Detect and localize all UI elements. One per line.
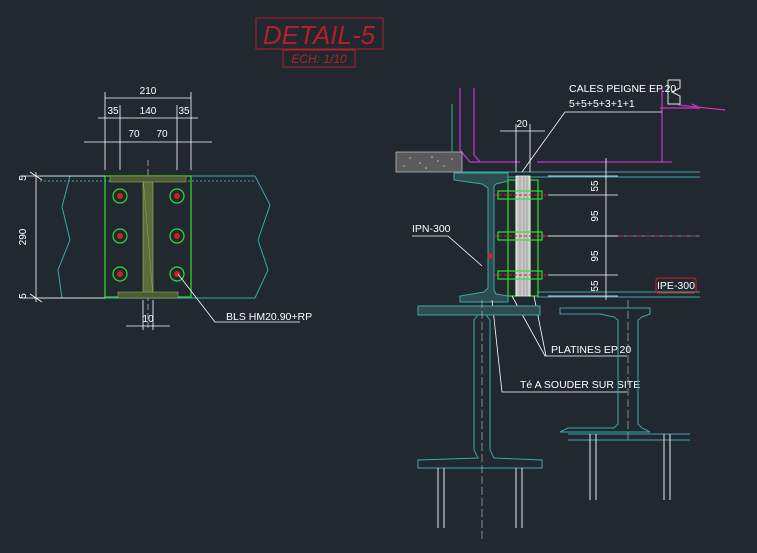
ipe-label: IPE-300	[657, 280, 695, 292]
svg-text:10: 10	[142, 314, 154, 325]
svg-text:70: 70	[156, 129, 168, 140]
svg-text:35: 35	[178, 106, 190, 117]
shim-label: CALES PEIGNE EP.20	[569, 83, 676, 95]
left-elevation-view: 210 35 140 35 70 70 5 290 5	[18, 86, 312, 330]
lower-column-right	[559, 300, 690, 500]
svg-text:140: 140	[140, 106, 157, 117]
svg-text:20: 20	[516, 119, 528, 130]
shim-stack-label: 5+5+5+3+1+1	[569, 98, 635, 110]
title-block: DETAIL-5 ECH: 1/10	[255, 17, 384, 68]
svg-text:55: 55	[590, 280, 601, 292]
bottom-dimension: 10	[126, 300, 170, 330]
tee-label: Té A SOUDER SUR SITE	[520, 379, 640, 391]
svg-text:95: 95	[590, 210, 601, 222]
svg-text:5: 5	[18, 293, 29, 299]
bolt-label: BLS HM20.90+RP	[226, 311, 312, 323]
right-section-view: 55 95 95 55 20 CALES PEIGNE EP.20 5+5+5+…	[395, 79, 726, 540]
upper-frame	[459, 79, 726, 163]
shim-pack	[515, 175, 531, 297]
bolt-group-right	[494, 190, 548, 280]
svg-text:55: 55	[590, 180, 601, 192]
plates-label: PLATINES EP.20	[551, 344, 631, 356]
top-dimensions: 210 35 140 35 70 70	[84, 86, 212, 170]
slab	[395, 151, 463, 173]
ipn-label: IPN-300	[412, 223, 451, 235]
svg-text:5: 5	[18, 175, 29, 181]
scale-label: ECH: 1/10	[291, 52, 347, 66]
svg-text:35: 35	[107, 106, 119, 117]
svg-text:95: 95	[590, 250, 601, 262]
weld-marker	[487, 253, 493, 259]
beam-outline-left	[40, 175, 71, 299]
detail-title: DETAIL-5	[263, 20, 376, 50]
svg-text:290: 290	[18, 228, 29, 245]
left-dimensions: 5 290 5	[18, 171, 105, 303]
bolt-group-left	[112, 188, 185, 282]
shim-width-dimension: 20	[500, 119, 545, 172]
svg-text:70: 70	[128, 129, 140, 140]
svg-text:210: 210	[140, 86, 157, 97]
right-dimensions: 55 95 95 55	[548, 158, 618, 300]
ipn-300-section	[453, 172, 509, 303]
lower-column-left	[417, 300, 543, 540]
